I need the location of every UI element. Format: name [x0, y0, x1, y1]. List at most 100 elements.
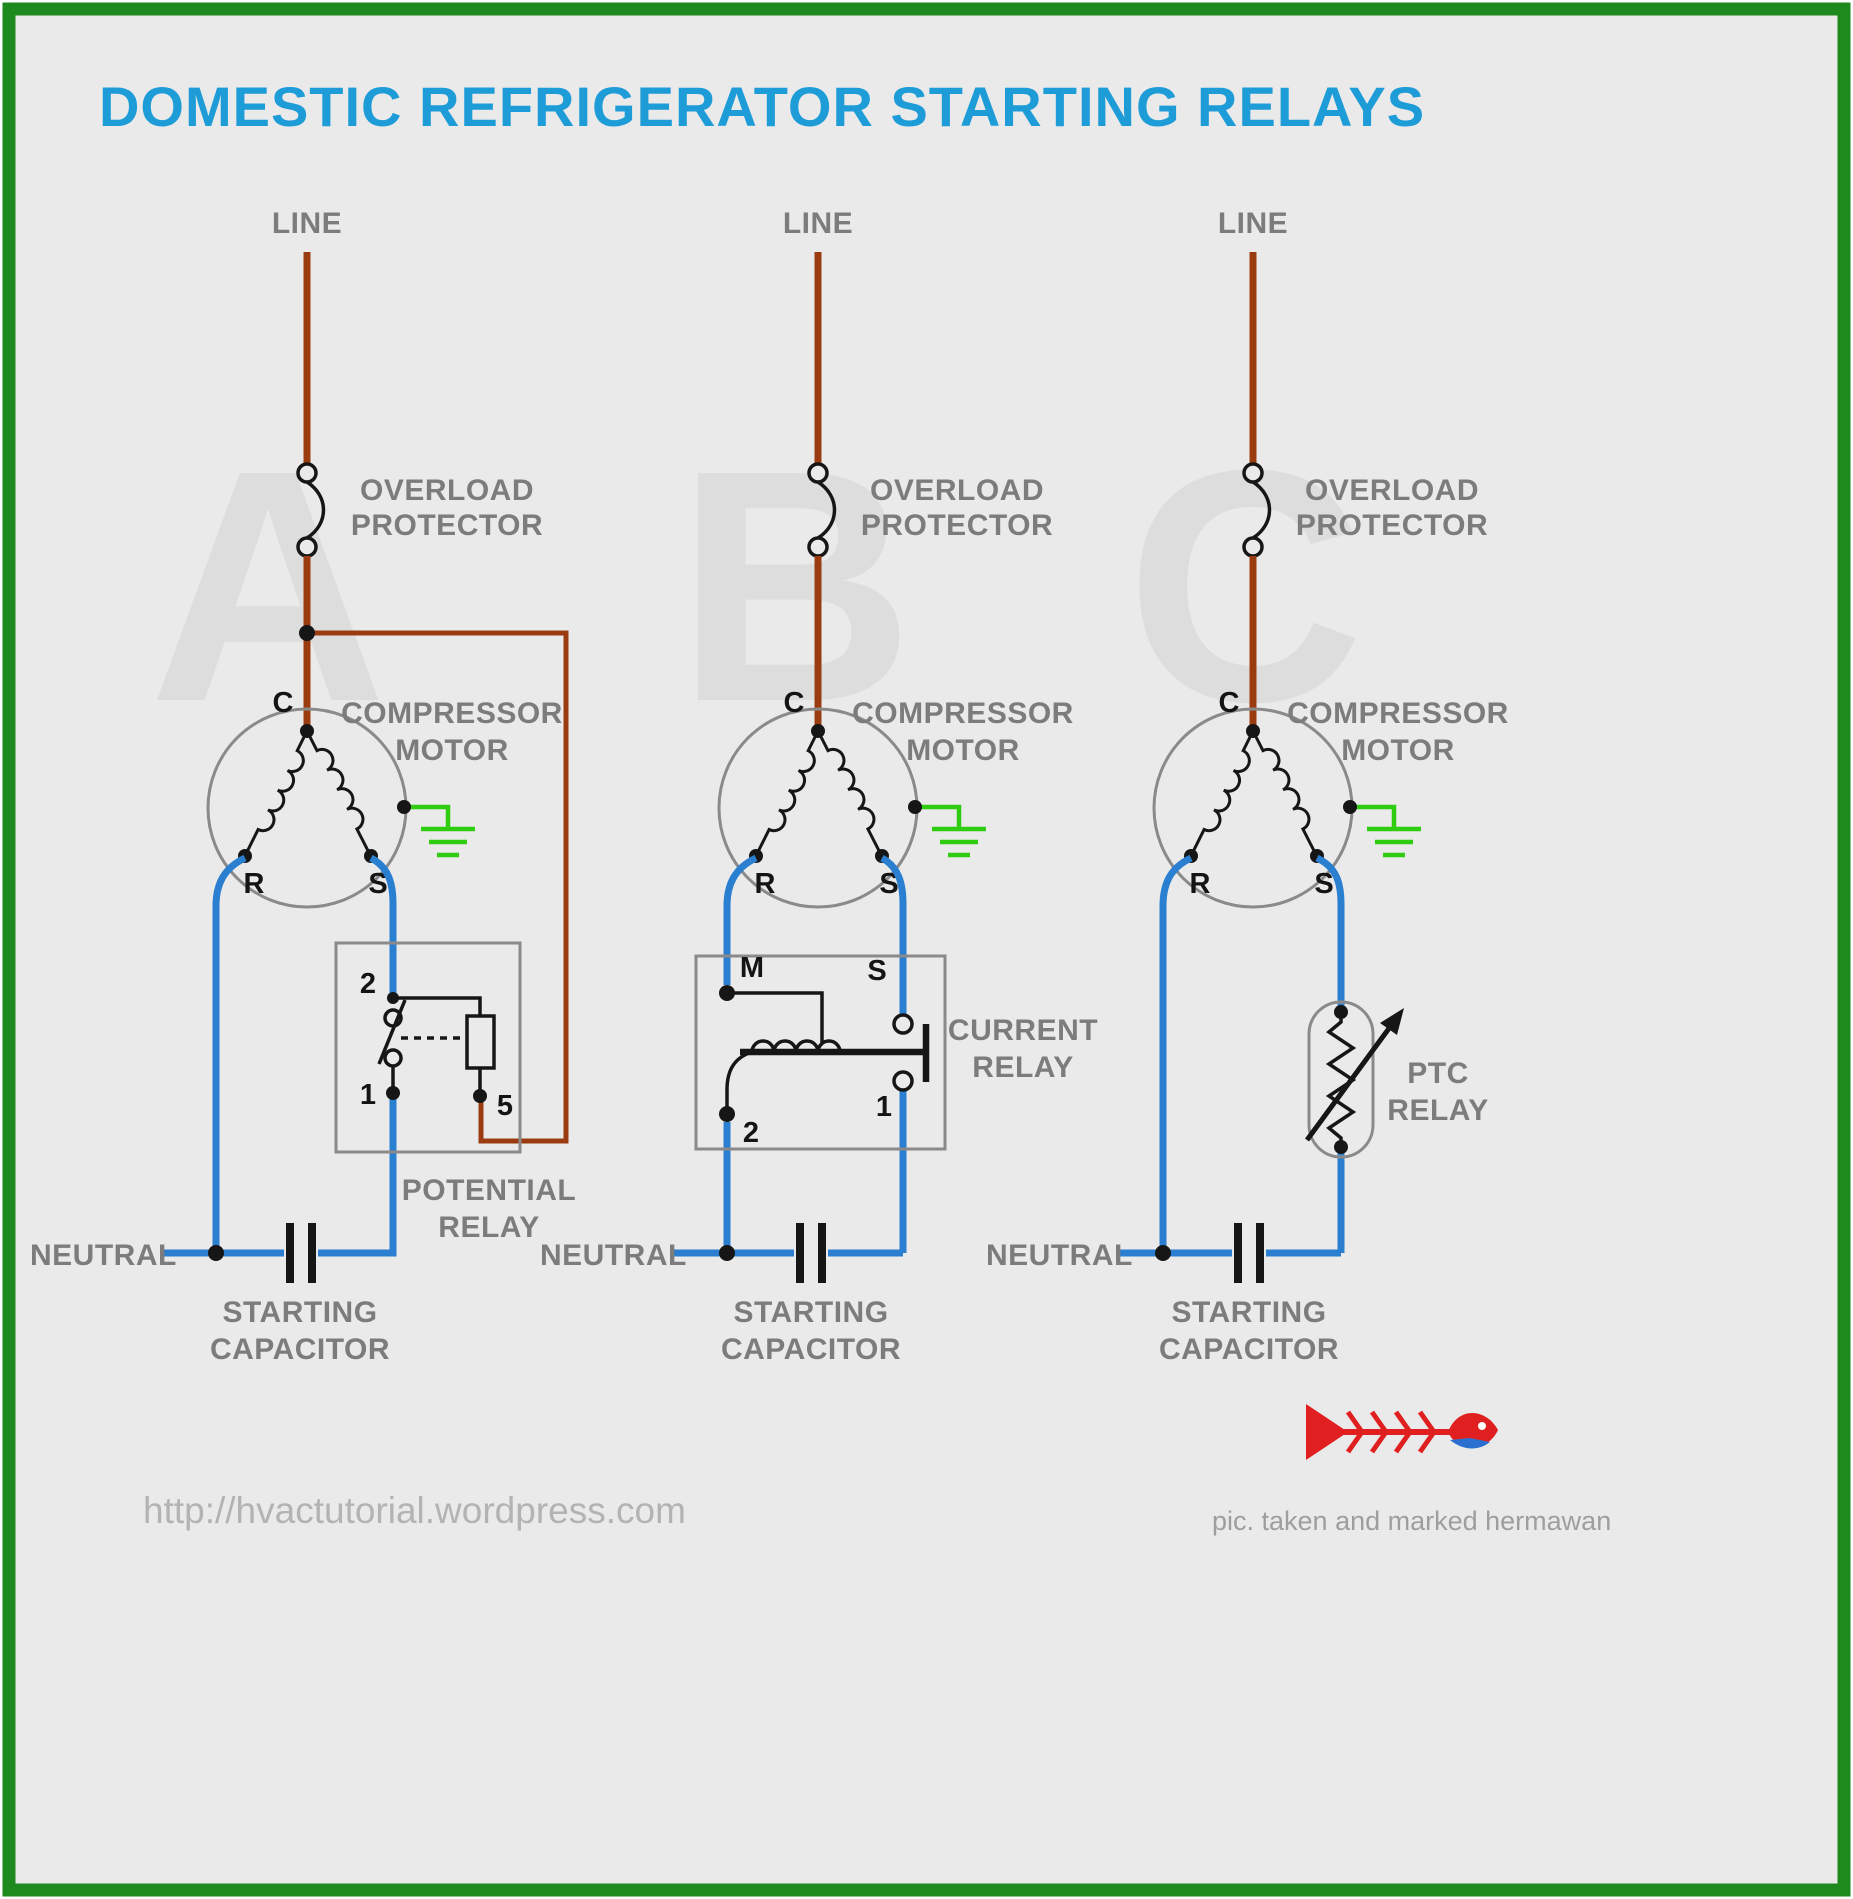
start-to-ptc-wire [1315, 854, 1345, 1008]
contact-1-circle [892, 1070, 914, 1092]
current-relay-box [694, 954, 947, 1151]
watermarks: A B C [149, 401, 1364, 770]
relay-terminal-2-dot [387, 992, 399, 1004]
motor-label-2: MOTOR [1341, 734, 1455, 767]
relay-name-2: RELAY [438, 1211, 539, 1244]
motor-label-2: MOTOR [395, 734, 509, 767]
credit-text: pic. taken and marked hermawan [1212, 1506, 1611, 1536]
neutral-label: NEUTRAL [986, 1239, 1133, 1272]
overload-label-2: PROTECTOR [1296, 509, 1488, 542]
run-to-relay-wire [723, 854, 758, 985]
watermark-b: B [676, 401, 914, 770]
capacitor-label-2: CAPACITOR [210, 1333, 390, 1366]
relay-name-2: RELAY [1387, 1094, 1488, 1127]
variable-arrow-shaft [1304, 1025, 1393, 1142]
neutral-junction-dot [208, 1245, 224, 1261]
fish-fin-accent [1450, 1438, 1490, 1449]
start-to-relay-wire [369, 854, 397, 1000]
relay-name-1: CURRENT [948, 1014, 1098, 1047]
overload-label-1: OVERLOAD [870, 474, 1044, 507]
relay-terminal-2-label: 2 [743, 1117, 759, 1149]
terminal-r-label: R [244, 868, 265, 900]
start-to-contact-wire [880, 854, 907, 1014]
footer: http://hvactutorial.wordpress.com pic. t… [143, 1490, 1611, 1536]
relay-coil-feed-wire [307, 630, 569, 1144]
potential-relay-box [334, 941, 522, 1154]
terminal-s-label: S [368, 868, 387, 900]
relay-name-1: PTC [1407, 1057, 1469, 1090]
ptc-top-dot [1334, 1005, 1348, 1019]
terminal-s-label: S [1314, 868, 1333, 900]
motor-label-1: COMPRESSOR [341, 697, 563, 730]
coil-to-terminal-2-link [725, 1050, 753, 1112]
relay-terminal-m-label: M [740, 952, 764, 984]
line-label: LINE [783, 207, 853, 240]
motor-label-1: COMPRESSOR [852, 697, 1074, 730]
overload-label-2: PROTECTOR [861, 509, 1053, 542]
terminal-r-label: R [1190, 868, 1211, 900]
overload-label-2: PROTECTOR [351, 509, 543, 542]
motor-label-2: MOTOR [906, 734, 1020, 767]
coil-top-link [393, 996, 482, 1016]
overload-label-1: OVERLOAD [360, 474, 534, 507]
overload-label-1: OVERLOAD [1305, 474, 1479, 507]
relay-terminal-2-label: 2 [360, 968, 376, 1000]
source-url: http://hvactutorial.wordpress.com [143, 1490, 686, 1531]
circuit-c: LINE OVERLOAD PROTECTOR C R S COMPRESSOR… [986, 207, 1509, 1366]
relay-terminal-s-label: S [867, 955, 886, 987]
run-to-neutral-wire [212, 854, 247, 1253]
fish-eye [1478, 1422, 1486, 1430]
neutral-junction-dot [1155, 1245, 1171, 1261]
fish-logo [1306, 1404, 1498, 1460]
terminal-c-dot [811, 724, 825, 738]
relay-coil [750, 1039, 842, 1053]
neutral-label: NEUTRAL [540, 1239, 687, 1272]
terminal-s-label: S [879, 868, 898, 900]
fish-ribs [1345, 1410, 1437, 1454]
relay-terminal-5-label: 5 [497, 1090, 513, 1122]
junction-dot [299, 625, 315, 641]
neutral-wire-right [318, 1094, 397, 1257]
motor-label-1: COMPRESSOR [1287, 697, 1509, 730]
line-label: LINE [1218, 207, 1288, 240]
run-to-neutral-wire [1159, 854, 1193, 1253]
watermark-a: A [149, 401, 387, 770]
fish-tail [1306, 1404, 1348, 1460]
relay-terminal-1-label: 1 [360, 1079, 376, 1111]
contact-lower-circle [383, 1048, 403, 1068]
relay-terminal-1-dot [386, 1086, 400, 1100]
relay-terminal-m-dot [719, 985, 735, 1001]
circuit-b: LINE OVERLOAD PROTECTOR C R S COMPRESSOR… [540, 207, 1098, 1366]
contact-blade [377, 999, 407, 1065]
terminal-r-label: R [755, 868, 776, 900]
relay-name-2: RELAY [972, 1051, 1073, 1084]
variable-arrow-head [1380, 1008, 1404, 1035]
terminal-c-label: C [784, 687, 805, 719]
terminal-c-dot [1246, 724, 1260, 738]
line-label: LINE [272, 207, 342, 240]
capacitor-label-1: STARTING [733, 1296, 888, 1329]
terminal-c-dot [300, 724, 314, 738]
m-terminal-link [727, 991, 824, 1044]
relay-terminal-1-label: 1 [876, 1091, 892, 1123]
relay-terminal-2-dot [719, 1106, 735, 1122]
page-title: DOMESTIC REFRIGERATOR STARTING RELAYS [99, 75, 1425, 138]
capacitor-label-1: STARTING [1171, 1296, 1326, 1329]
neutral-junction-dot [719, 1245, 735, 1261]
contact-s-circle [892, 1013, 914, 1035]
terminal-c-label: C [1219, 687, 1240, 719]
capacitor-label-2: CAPACITOR [721, 1333, 901, 1366]
fish-head [1448, 1413, 1498, 1448]
relay-coil [465, 1014, 496, 1070]
capacitor-label-1: STARTING [222, 1296, 377, 1329]
terminal-c-label: C [273, 687, 294, 719]
relay-name-1: POTENTIAL [402, 1174, 577, 1207]
ptc-bottom-dot [1334, 1140, 1348, 1154]
neutral-label: NEUTRAL [30, 1239, 177, 1272]
ptc-relay-body [1307, 1000, 1375, 1159]
circuit-a: LINE OVERLOAD PROTECTOR C R S COMPRESSOR… [30, 207, 576, 1366]
relay-terminal-5-dot [473, 1089, 487, 1103]
